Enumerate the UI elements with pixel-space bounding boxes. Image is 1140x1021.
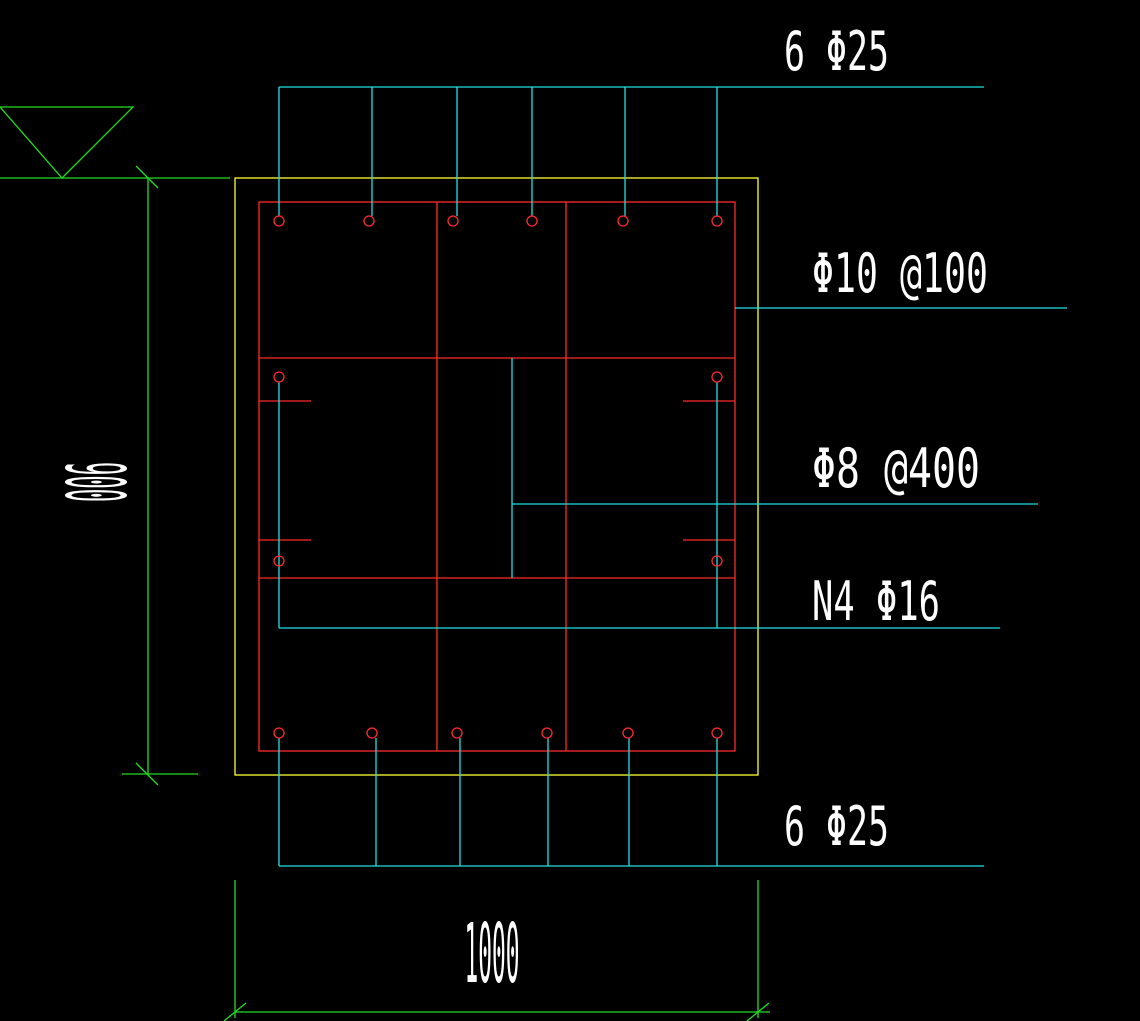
bottom-bar (273, 727, 285, 739)
top-bar (447, 215, 459, 227)
top-bar (617, 215, 629, 227)
bottom-bar (622, 727, 634, 739)
width-dimension-text: 1000 (465, 907, 520, 1002)
height-dimension (122, 165, 198, 786)
width-dimension (223, 880, 770, 1021)
section-outline (234, 177, 759, 776)
side-bar (711, 555, 723, 567)
bottom-bar (541, 727, 553, 739)
bottom-bar (451, 727, 463, 739)
side-bar (711, 371, 723, 383)
side-bar (273, 371, 285, 383)
bottom-rebar-label: 6 Φ25 (784, 796, 889, 859)
stirrup-tie-label: Φ8 @400 (812, 438, 980, 501)
top-rebar-label: 6 Φ25 (784, 21, 889, 84)
rebar-bars (273, 215, 723, 739)
elevation-marker (0, 106, 230, 179)
top-bar (363, 215, 375, 227)
top-bar (711, 215, 723, 227)
side-bar (273, 555, 285, 567)
top-bar (273, 215, 285, 227)
side-rebar-label: N4 Φ16 (812, 571, 940, 634)
bottom-bar (366, 727, 378, 739)
leader-lines (278, 86, 1067, 867)
bottom-bar (711, 727, 723, 739)
stirrup-main-label: Φ10 @100 (812, 243, 988, 306)
height-dimension-text: 900 (46, 462, 141, 502)
top-bar (526, 215, 538, 227)
stirrups (258, 201, 736, 752)
